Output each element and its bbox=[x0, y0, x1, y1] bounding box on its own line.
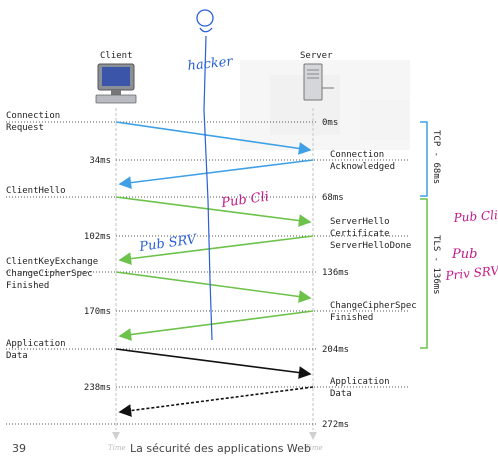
arrow-server-hello bbox=[118, 235, 314, 265]
msg-application-data-client-1: Application bbox=[6, 339, 66, 349]
msg-connection-ack-1: Connection bbox=[330, 150, 384, 160]
time-238ms: 238ms bbox=[84, 383, 111, 393]
tls-bracket bbox=[420, 198, 428, 349]
slide-footer-title: La sécurité des applications Web bbox=[130, 442, 311, 455]
tcp-bracket-label: TCP - 68ms bbox=[431, 130, 441, 184]
msg-finished-server: Finished bbox=[330, 313, 373, 323]
server-header: Server bbox=[300, 51, 333, 61]
time-204ms: 204ms bbox=[322, 345, 349, 355]
msg-client-key-exchange: ClientKeyExchange bbox=[6, 257, 98, 267]
msg-application-data-server-1: Application bbox=[330, 377, 390, 387]
client-time-arrow-icon bbox=[112, 432, 120, 440]
msg-change-cipher-spec-client: ChangeCipherSpec bbox=[6, 269, 93, 279]
tcp-bracket bbox=[420, 121, 428, 197]
msg-client-hello: ClientHello bbox=[6, 186, 66, 196]
client-time-label: Time bbox=[108, 444, 126, 452]
server-time-label: Time bbox=[305, 444, 323, 452]
annotation-right-priv-srv: Priv SRV bbox=[444, 263, 498, 283]
annotation-hacker: hacker bbox=[187, 54, 234, 74]
annotation-right-pub-cli: Pub Cli bbox=[452, 208, 498, 225]
arrow-app-data-request bbox=[115, 348, 312, 379]
server-time-arrow-icon bbox=[309, 432, 317, 440]
msg-connection-ack-2: Acknowledged bbox=[330, 162, 395, 172]
time-272ms: 272ms bbox=[322, 420, 349, 430]
client-header: Client bbox=[100, 51, 133, 61]
time-102ms: 102ms bbox=[84, 232, 111, 242]
msg-application-data-client-2: Data bbox=[6, 351, 28, 361]
arrow-client-key-exchange bbox=[115, 271, 312, 303]
arrow-client-hello bbox=[115, 196, 312, 227]
arrow-server-finished bbox=[118, 310, 314, 341]
msg-certificate: Certificate bbox=[330, 229, 390, 239]
tls-bracket-label: TLS - 136ms bbox=[431, 235, 441, 295]
msg-finished-client: Finished bbox=[6, 281, 49, 291]
hacker-doodle bbox=[196, 9, 214, 341]
arrow-syn-ack bbox=[118, 159, 314, 189]
time-136ms: 136ms bbox=[322, 268, 349, 278]
time-68ms: 68ms bbox=[322, 193, 344, 203]
background-photo bbox=[240, 60, 410, 150]
computer-icon bbox=[95, 63, 137, 104]
time-0ms: 0ms bbox=[322, 118, 338, 128]
slide-page-number: 39 bbox=[12, 442, 26, 455]
msg-connection-request-1: Connection bbox=[6, 111, 60, 121]
msg-connection-request-2: Request bbox=[6, 123, 44, 133]
server-icon bbox=[303, 63, 334, 101]
arrow-syn bbox=[115, 121, 312, 155]
msg-change-cipher-spec-server: ChangeCipherSpec bbox=[330, 301, 417, 311]
msg-application-data-server-2: Data bbox=[330, 389, 352, 399]
time-grid bbox=[6, 121, 410, 425]
msg-server-hello: ServerHello bbox=[330, 217, 390, 227]
time-170ms: 170ms bbox=[84, 307, 111, 317]
arrow-app-data-response bbox=[118, 386, 314, 417]
annotation-pub-cli: Pub Cli bbox=[219, 189, 269, 211]
msg-server-hello-done: ServerHelloDone bbox=[330, 241, 411, 251]
time-34ms: 34ms bbox=[89, 156, 111, 166]
annotation-right-pub: Pub bbox=[451, 247, 477, 262]
